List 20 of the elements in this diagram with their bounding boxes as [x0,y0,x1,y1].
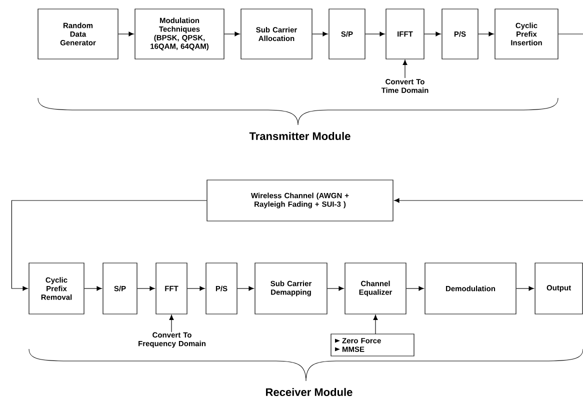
arrow [224,32,240,36]
arrow [373,314,378,334]
module-label: Transmitter Module [249,132,350,140]
arrow [424,32,441,36]
arrow [118,32,134,36]
arrow [402,60,408,78]
arrow [365,32,385,36]
arrow [312,32,328,36]
arrow [394,198,583,203]
arrow [137,286,155,291]
arrow [478,32,494,36]
arrow [237,286,254,291]
arrow [11,200,207,291]
module-label: Receiver Module [266,388,352,396]
arrow [187,286,205,291]
arrow [406,286,424,291]
arrow [169,314,174,332]
arrow [327,286,344,291]
arrow [516,286,534,291]
arrow [84,286,102,291]
